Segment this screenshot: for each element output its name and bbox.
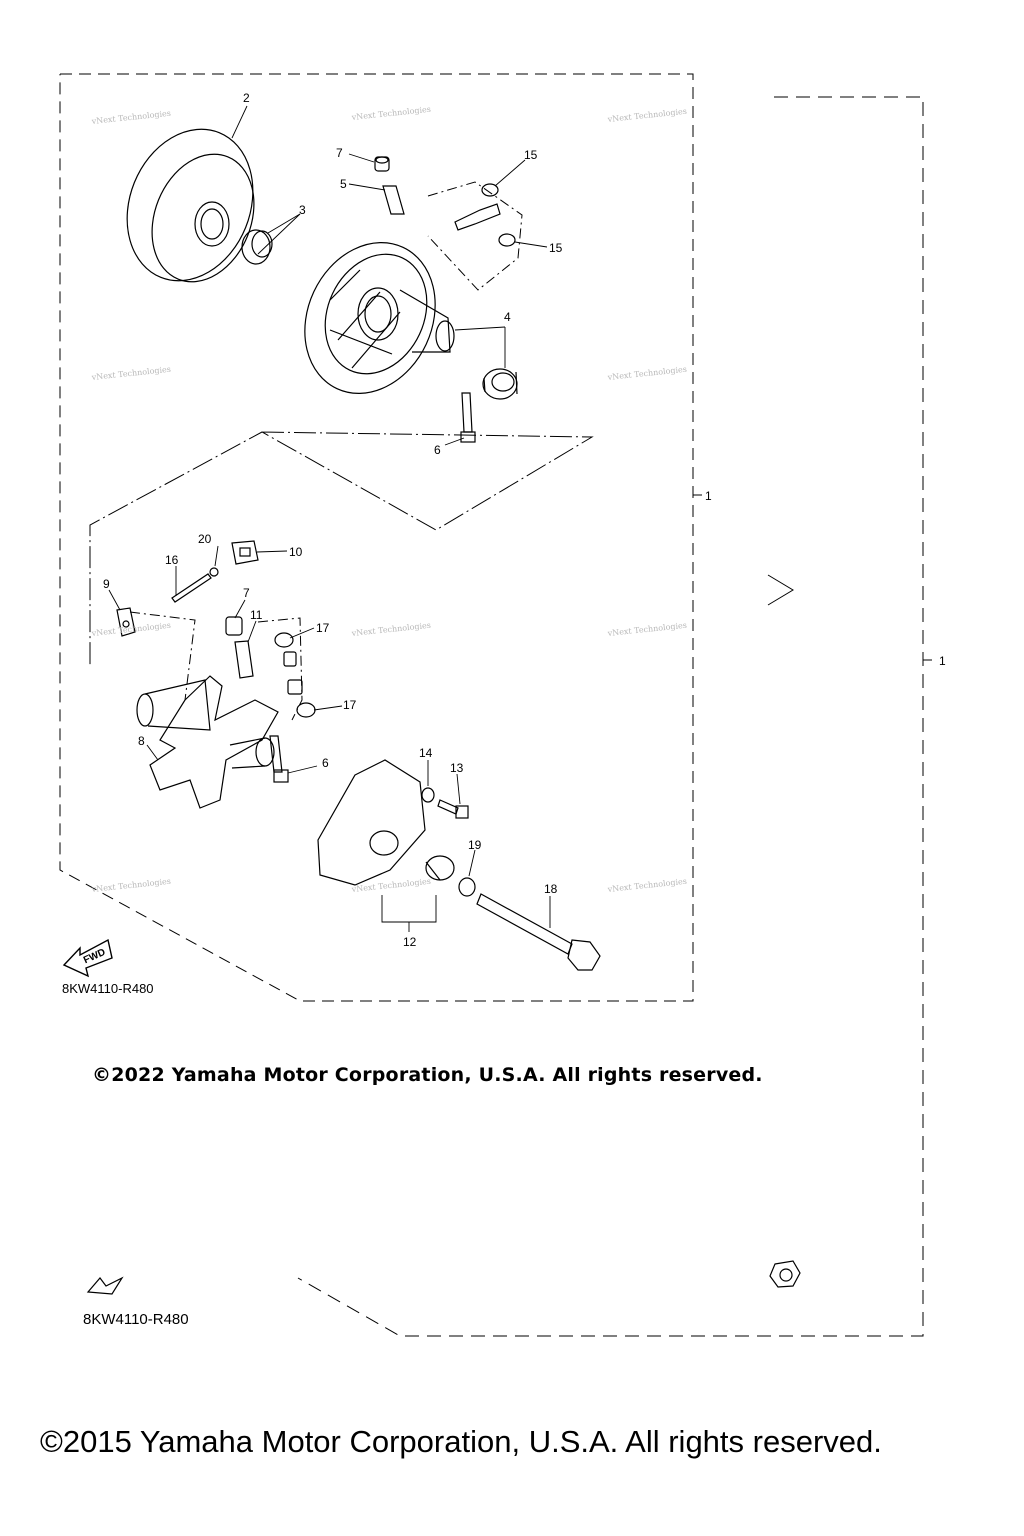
callout-labels: 1 1 2 3 4 5 6 6 7 7 8 9 10 11 12 13 14 1… bbox=[103, 91, 946, 949]
watermark: vNext Technologies bbox=[350, 877, 431, 894]
bolt-upper-part bbox=[460, 392, 476, 443]
callout-12: 12 bbox=[403, 935, 417, 949]
callout-7-upper: 7 bbox=[336, 146, 343, 160]
long-bolt-part bbox=[476, 893, 601, 971]
callout-17-lower: 17 bbox=[343, 698, 357, 712]
callout-1-inner: 1 bbox=[705, 489, 712, 503]
watermark: vNext Technologies bbox=[606, 365, 687, 382]
ghost-frame bbox=[297, 96, 924, 1337]
callout-8: 8 bbox=[138, 734, 145, 748]
ghost-chevron bbox=[767, 574, 794, 606]
main-frame bbox=[59, 73, 694, 1002]
roller-block-part bbox=[231, 540, 259, 565]
watermark: vNext Technologies bbox=[606, 621, 687, 638]
watermark: vNext Technologies bbox=[606, 107, 687, 124]
bolt-lower-part bbox=[269, 735, 289, 783]
callout-11: 11 bbox=[250, 608, 263, 622]
callout-3: 3 bbox=[299, 203, 306, 217]
callout-2: 2 bbox=[243, 91, 250, 105]
callout-7-lower: 7 bbox=[243, 586, 250, 600]
weight-part bbox=[116, 607, 136, 637]
sheave-disc-part bbox=[126, 128, 255, 283]
copyright-inner: ©2022 Yamaha Motor Corporation, U.S.A. A… bbox=[92, 1064, 763, 1086]
callout-20: 20 bbox=[198, 532, 212, 546]
ghost-fwd-arrow-icon bbox=[86, 1276, 124, 1295]
callout-15-lower: 15 bbox=[549, 241, 563, 255]
callout-6-lower: 6 bbox=[322, 756, 329, 770]
drawing-code-ghost: 8KW4110-R480 bbox=[83, 1311, 189, 1328]
bushing-part bbox=[241, 229, 273, 265]
fwd-arrow-icon: FWD bbox=[62, 938, 113, 978]
callout-16: 16 bbox=[165, 553, 179, 567]
bush-part bbox=[274, 632, 316, 718]
sleeve-part bbox=[234, 640, 254, 679]
callout-13: 13 bbox=[450, 761, 464, 775]
arm-outline bbox=[427, 181, 523, 291]
watermark: vNext Technologies bbox=[90, 109, 171, 126]
pin-part bbox=[382, 185, 405, 215]
roller-pin-part bbox=[171, 567, 219, 603]
drawing-code: 8KW4110-R480 bbox=[62, 981, 154, 996]
screw-part bbox=[437, 799, 469, 819]
washer-part bbox=[421, 787, 476, 897]
watermark: vNext Technologies bbox=[350, 105, 431, 122]
fixed-sheave-part bbox=[304, 242, 455, 394]
watermark: vNext Technologies bbox=[90, 365, 171, 382]
callout-19: 19 bbox=[468, 838, 482, 852]
callout-15-upper: 15 bbox=[524, 148, 538, 162]
watermarks: vNext Technologies vNext Technologies vN… bbox=[90, 105, 687, 894]
cover-plate-part bbox=[317, 759, 455, 886]
watermark: vNext Technologies bbox=[350, 621, 431, 638]
callout-17-upper: 17 bbox=[316, 621, 330, 635]
spider-part bbox=[136, 675, 279, 809]
callout-5: 5 bbox=[340, 177, 347, 191]
watermark: vNext Technologies bbox=[90, 877, 171, 894]
watermark: vNext Technologies bbox=[606, 877, 687, 894]
watermark: vNext Technologies bbox=[90, 621, 171, 638]
arm-part bbox=[454, 183, 516, 247]
ghost-bolt-icon bbox=[769, 1260, 801, 1288]
nut-part bbox=[374, 156, 390, 172]
callout-9: 9 bbox=[103, 577, 110, 591]
callout-14: 14 bbox=[419, 746, 433, 760]
callout-4: 4 bbox=[504, 310, 511, 324]
callout-18: 18 bbox=[544, 882, 558, 896]
copyright-outer: ©2015 Yamaha Motor Corporation, U.S.A. A… bbox=[40, 1424, 882, 1459]
nut-lower-part bbox=[225, 616, 243, 636]
leader-lines bbox=[108, 105, 551, 932]
callout-6-upper: 6 bbox=[434, 443, 441, 457]
callout-10: 10 bbox=[289, 545, 303, 559]
callout-1-outer: 1 bbox=[939, 654, 946, 668]
ring-part bbox=[482, 368, 518, 400]
subgroup-outline bbox=[89, 431, 594, 668]
